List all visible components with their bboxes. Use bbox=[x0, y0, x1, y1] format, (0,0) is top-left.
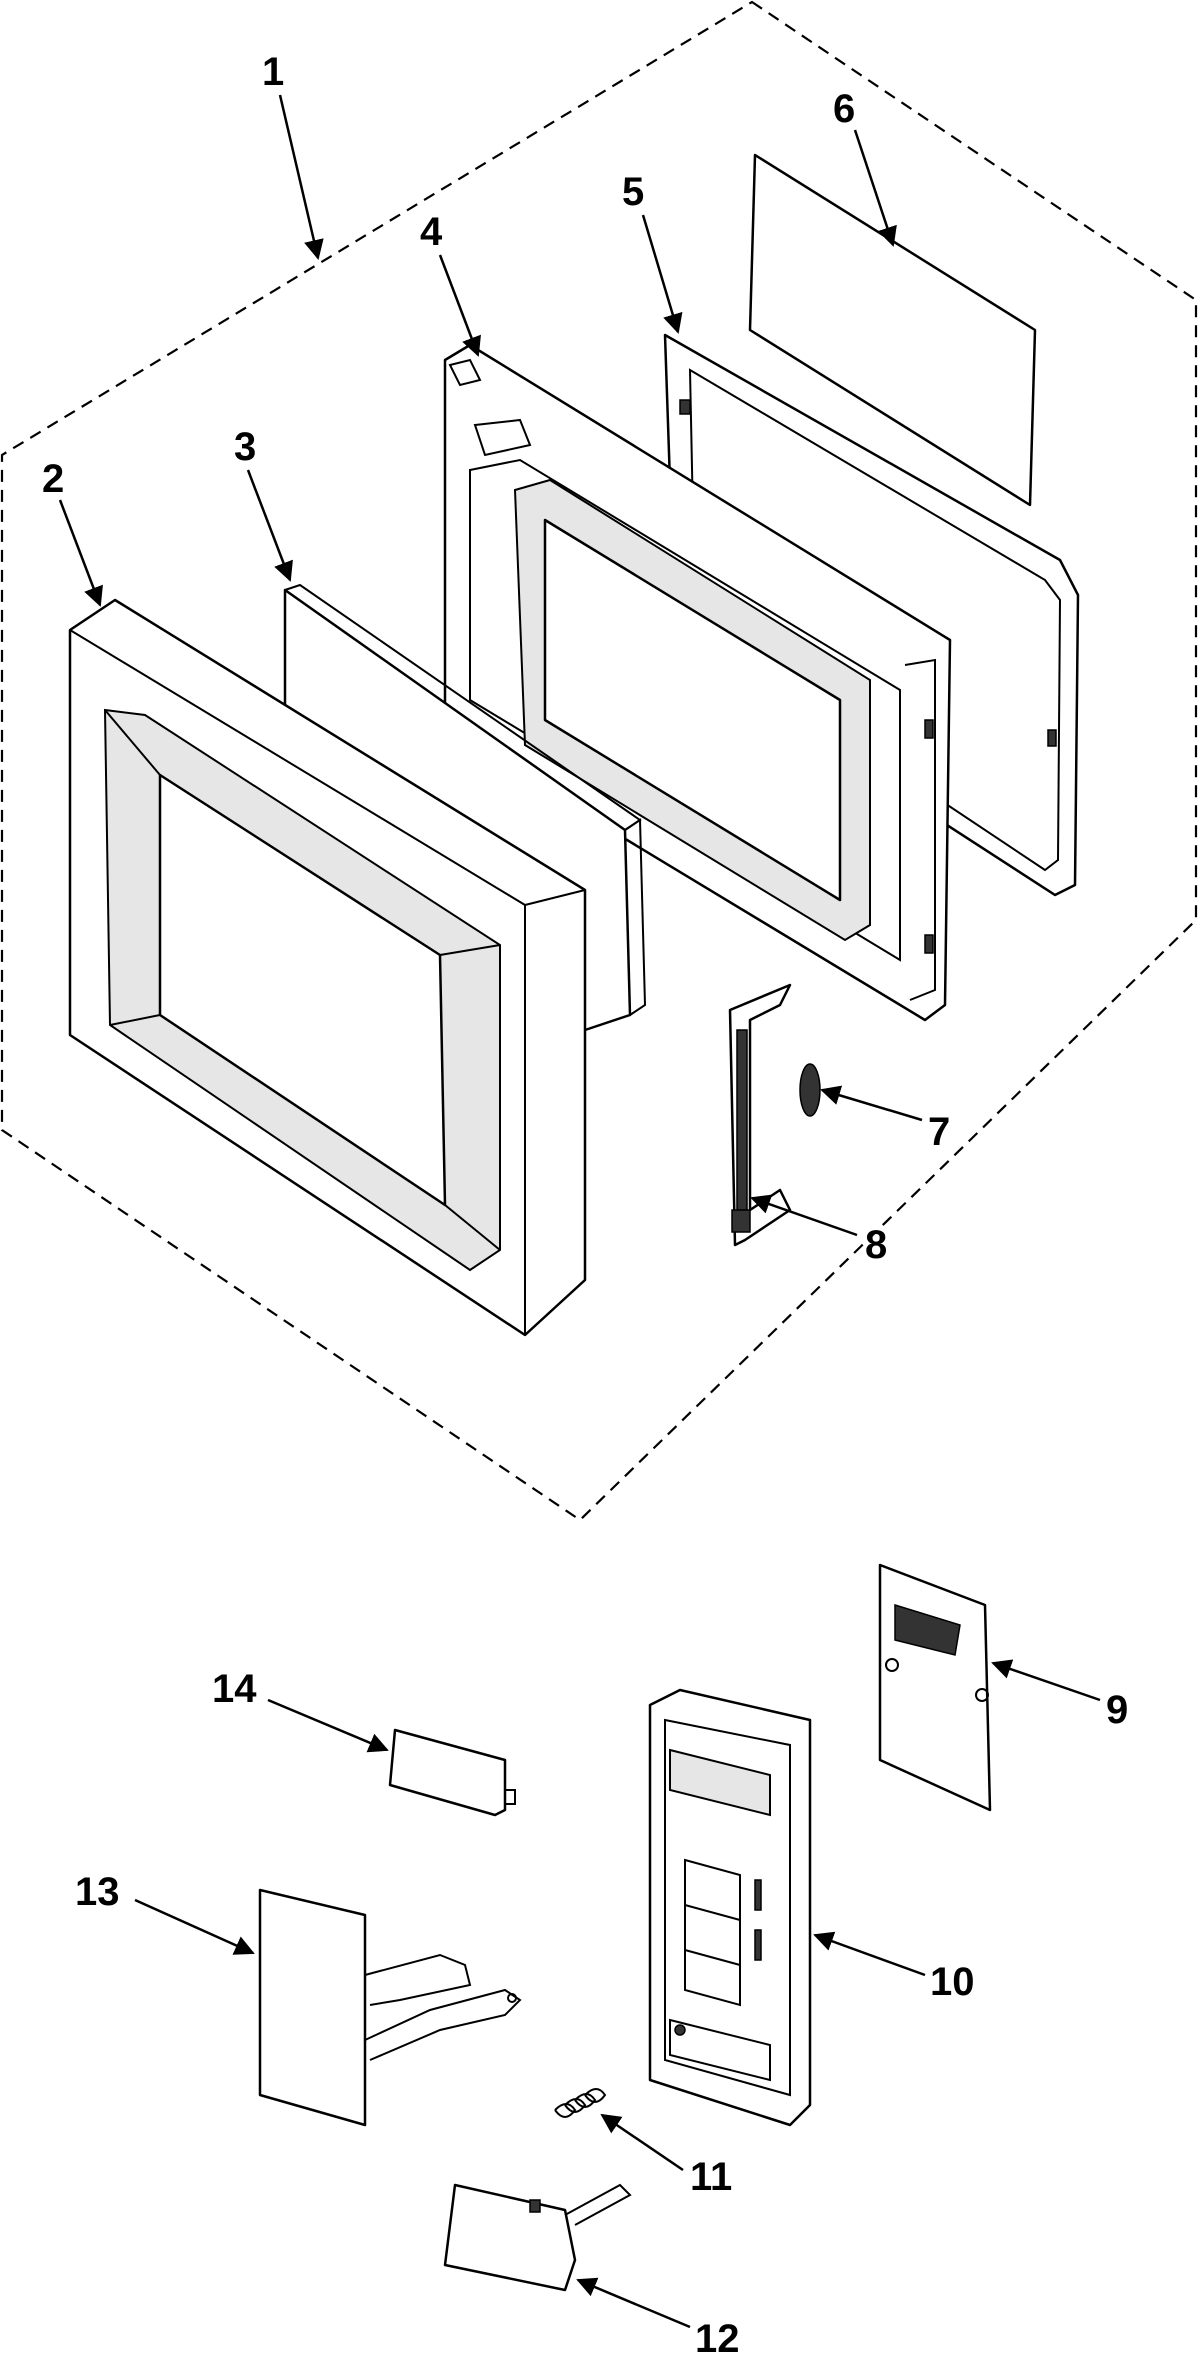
part-9-pcb bbox=[878, 1563, 992, 1812]
part-2-outer-door-frame bbox=[68, 598, 587, 1337]
leader-4 bbox=[438, 254, 481, 357]
callout-labels: 1 2 3 4 5 6 7 8 9 10 11 12 13 14 bbox=[42, 50, 1128, 2358]
leader-13 bbox=[134, 1898, 255, 1955]
part-8-latch bbox=[728, 983, 792, 1247]
leader-8 bbox=[750, 1194, 858, 1237]
part-7-latch-spring bbox=[799, 1063, 821, 1117]
callout-13: 13 bbox=[75, 1870, 120, 1914]
callout-3: 3 bbox=[234, 425, 256, 469]
callout-10: 10 bbox=[930, 1960, 975, 2004]
leader-5 bbox=[641, 214, 683, 334]
part-10-control-panel bbox=[648, 1688, 812, 2127]
callout-7: 7 bbox=[928, 1110, 950, 1154]
callout-5: 5 bbox=[622, 170, 644, 214]
part-11-spring bbox=[554, 2088, 607, 2118]
leader-14 bbox=[267, 1698, 389, 1753]
callout-4: 4 bbox=[420, 210, 443, 254]
callout-1: 1 bbox=[262, 50, 284, 94]
part-6-glass-panel bbox=[748, 153, 1037, 507]
part-4-door-frame bbox=[443, 343, 952, 1022]
leader-11 bbox=[600, 2113, 684, 2172]
leader-3 bbox=[246, 469, 293, 582]
part-12-open-button bbox=[443, 2183, 632, 2292]
callout-12: 12 bbox=[695, 2317, 740, 2358]
part-14-button bbox=[388, 1728, 516, 1817]
leader-10 bbox=[813, 1931, 926, 1977]
leader-lines bbox=[58, 94, 1101, 2329]
leader-12 bbox=[576, 2277, 691, 2329]
leader-7 bbox=[820, 1085, 923, 1122]
leader-9 bbox=[991, 1659, 1101, 1702]
leader-1 bbox=[278, 94, 324, 260]
leader-6 bbox=[853, 129, 897, 247]
callout-14: 14 bbox=[212, 1667, 257, 1711]
door-assembly-boundary bbox=[0, 0, 1198, 1522]
callout-2: 2 bbox=[42, 457, 64, 501]
callout-8: 8 bbox=[865, 1223, 887, 1267]
callout-6: 6 bbox=[833, 87, 855, 131]
callout-9: 9 bbox=[1106, 1688, 1128, 1732]
part-13-membrane-cable bbox=[258, 1888, 522, 2127]
callout-11: 11 bbox=[690, 2155, 732, 2199]
leader-2 bbox=[58, 499, 103, 607]
